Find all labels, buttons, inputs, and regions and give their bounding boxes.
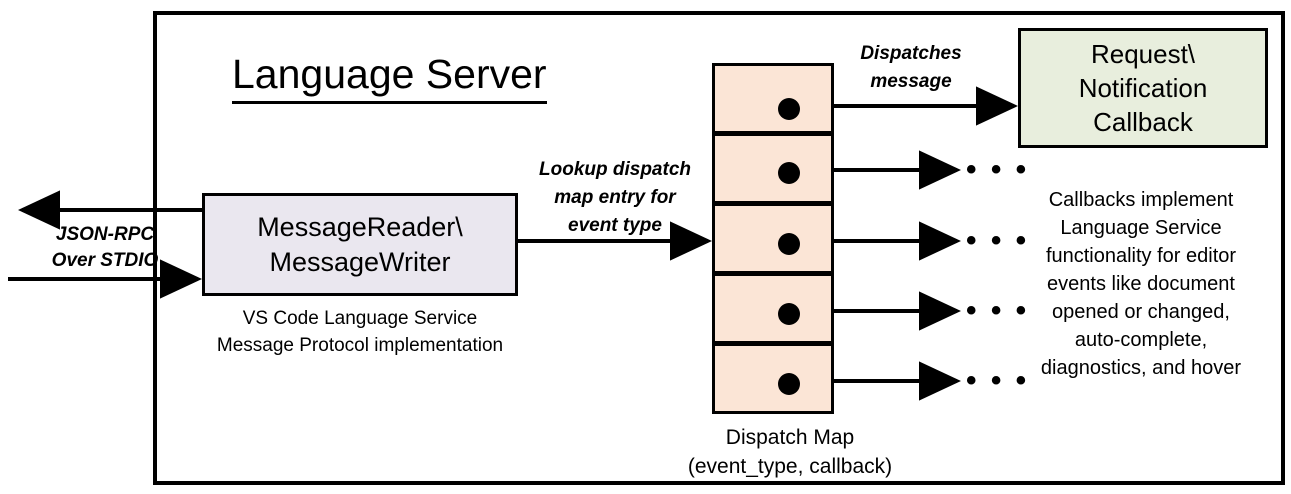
dispatch-map-row-4[interactable] [712,273,834,344]
ellipsis-row-5: • • • [966,364,1030,397]
ellipsis-row-4: • • • [966,294,1030,327]
lookup-dispatch-edge-label: Lookup dispatch map entry for event type [539,159,691,236]
dispatch-map-row-2[interactable] [712,133,834,204]
dispatch-map-dot-3 [778,233,800,255]
dispatch-map-dot-5 [778,373,800,395]
dispatch-map-row-3[interactable] [712,203,834,274]
message-reader-writer-caption: VS Code Language Service Message Protoco… [216,308,504,356]
ellipsis-row-3: • • • [966,224,1030,257]
dispatch-map-dot-2 [778,162,800,184]
ellipsis-row-2: • • • [966,153,1030,186]
dispatch-map-column[interactable] [712,63,834,416]
dispatch-map-row-5[interactable] [712,343,834,414]
jsonrpc-channel-label: JSON-RPC Over STDIO [51,224,159,271]
dispatches-message-edge-label: Dispatches message [860,43,962,92]
dispatch-map-row-1[interactable] [712,63,834,134]
request-notification-callback-label: Request\ Notification Callback [1078,39,1208,137]
dispatch-map-caption: Dispatch Map (event_type, callback) [687,426,893,478]
page-title: Language Server [232,50,547,104]
callback-description-caption: Callbacks implement Language Service fun… [1040,189,1242,379]
message-reader-writer-node[interactable]: MessageReader\ MessageWriter [202,193,518,296]
dispatch-map-dot-1 [778,98,800,120]
request-notification-callback-node[interactable]: Request\ Notification Callback [1018,28,1268,148]
dispatch-map-dot-4 [778,303,800,325]
language-server-boundary [153,11,1285,485]
message-reader-writer-label: MessageReader\ MessageWriter [257,211,463,277]
